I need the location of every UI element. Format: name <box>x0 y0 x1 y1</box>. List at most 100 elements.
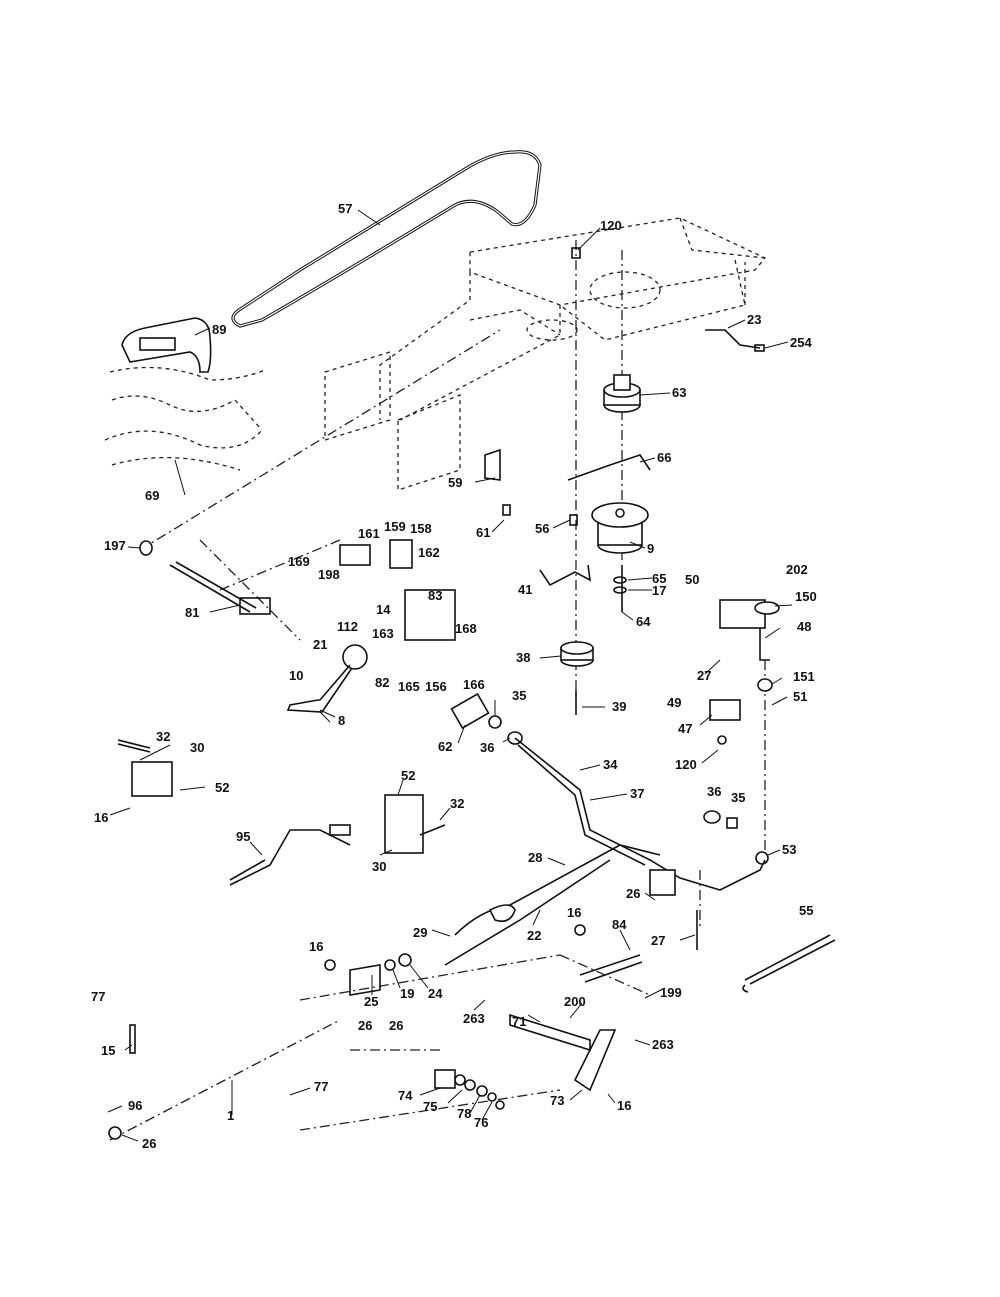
callout-65: 65 <box>652 571 666 586</box>
callout-165: 165 <box>398 679 420 694</box>
callout-38: 38 <box>516 650 530 665</box>
callout-24: 24 <box>428 986 443 1001</box>
callout-120: 120 <box>600 218 622 233</box>
callout-25: 25 <box>364 994 378 1009</box>
callout-254: 254 <box>790 335 812 350</box>
callout-199: 199 <box>660 985 682 1000</box>
callout-95: 95 <box>236 829 250 844</box>
pulley-63 <box>603 374 641 413</box>
callout-64: 64 <box>636 614 651 629</box>
callout-34: 34 <box>603 757 618 772</box>
callout-57: 57 <box>338 201 352 216</box>
callout-81: 81 <box>185 605 199 620</box>
callout-1: 1 <box>227 1108 234 1123</box>
callout-41: 41 <box>518 582 532 597</box>
callout-30: 30 <box>190 740 204 755</box>
callout-77: 77 <box>91 989 105 1004</box>
callout-21: 21 <box>313 637 327 652</box>
callout-198: 198 <box>318 567 340 582</box>
callout-labels: 57 120 89 23 254 63 69 59 66 61 56 9 197… <box>91 201 817 1151</box>
callout-158: 158 <box>410 521 432 536</box>
callout-32: 32 <box>156 729 170 744</box>
callout-50: 50 <box>685 572 699 587</box>
callout-162: 162 <box>418 545 440 560</box>
callout-52: 52 <box>215 780 229 795</box>
callout-35: 35 <box>512 688 526 703</box>
callout-66: 66 <box>657 450 671 465</box>
callout-14: 14 <box>376 602 391 617</box>
callout-150: 150 <box>795 589 817 604</box>
callout-19: 19 <box>400 986 414 1001</box>
callout-10: 10 <box>289 668 303 683</box>
callout-169: 169 <box>288 554 310 569</box>
callout-23: 23 <box>747 312 761 327</box>
drive-belt <box>231 150 542 328</box>
callout-26: 26 <box>626 886 640 901</box>
callout-202: 202 <box>786 562 808 577</box>
dash-panel <box>104 317 266 471</box>
callout-75: 75 <box>423 1099 437 1114</box>
callout-9: 9 <box>647 541 654 556</box>
callout-47: 47 <box>678 721 692 736</box>
callout-76: 76 <box>474 1115 488 1130</box>
callout-78: 78 <box>457 1106 471 1121</box>
callout-61: 61 <box>476 525 490 540</box>
tractor-frame <box>324 217 767 491</box>
callout-73: 73 <box>550 1093 564 1108</box>
callout-22: 22 <box>527 928 541 943</box>
callout-197: 197 <box>104 538 126 553</box>
callout-36: 36 <box>480 740 494 755</box>
small-parts <box>139 247 780 865</box>
callout-89: 89 <box>212 322 226 337</box>
lever-rods <box>108 737 836 1140</box>
callout-30b: 30 <box>372 859 386 874</box>
callout-16c: 16 <box>309 939 323 954</box>
callout-159: 159 <box>384 519 406 534</box>
callout-112: 112 <box>337 619 358 634</box>
callout-71: 71 <box>512 1014 526 1029</box>
callout-29: 29 <box>413 925 427 940</box>
callout-163: 163 <box>372 626 394 641</box>
callout-27: 27 <box>697 668 711 683</box>
callout-63: 63 <box>672 385 686 400</box>
callout-48: 48 <box>797 619 811 634</box>
callout-37: 37 <box>630 786 644 801</box>
callout-55: 55 <box>799 903 813 918</box>
callout-27b: 27 <box>651 933 665 948</box>
callout-200: 200 <box>564 994 586 1009</box>
callout-168: 168 <box>455 621 477 636</box>
callout-52b: 52 <box>401 768 415 783</box>
callout-56: 56 <box>535 521 549 536</box>
callout-26b: 26 <box>358 1018 372 1033</box>
callout-28: 28 <box>528 850 542 865</box>
pulley-38 <box>560 641 594 667</box>
callout-84: 84 <box>612 917 627 932</box>
callout-16b: 16 <box>567 905 581 920</box>
callout-120b: 120 <box>675 757 697 772</box>
callout-59: 59 <box>448 475 462 490</box>
callout-263b: 263 <box>652 1037 674 1052</box>
callout-74: 74 <box>398 1088 413 1103</box>
callout-26c: 26 <box>389 1018 403 1033</box>
callout-156: 156 <box>425 679 447 694</box>
callout-16: 16 <box>94 810 108 825</box>
callout-17: 17 <box>652 583 666 598</box>
callout-32b: 32 <box>450 796 464 811</box>
callout-69: 69 <box>145 488 159 503</box>
callout-161: 161 <box>358 526 380 541</box>
callout-53: 53 <box>782 842 796 857</box>
callout-77b: 77 <box>314 1079 328 1094</box>
clutch-9 <box>591 502 649 554</box>
callout-263: 263 <box>463 1011 485 1026</box>
callout-35b: 35 <box>731 790 745 805</box>
callout-15: 15 <box>101 1043 115 1058</box>
callout-83: 83 <box>428 588 442 603</box>
callout-151: 151 <box>793 669 815 684</box>
callout-16d: 16 <box>617 1098 631 1113</box>
callout-51: 51 <box>793 689 807 704</box>
callout-82: 82 <box>375 675 389 690</box>
callout-39: 39 <box>612 699 626 714</box>
callout-166: 166 <box>463 677 485 692</box>
callout-26d: 26 <box>142 1136 156 1151</box>
